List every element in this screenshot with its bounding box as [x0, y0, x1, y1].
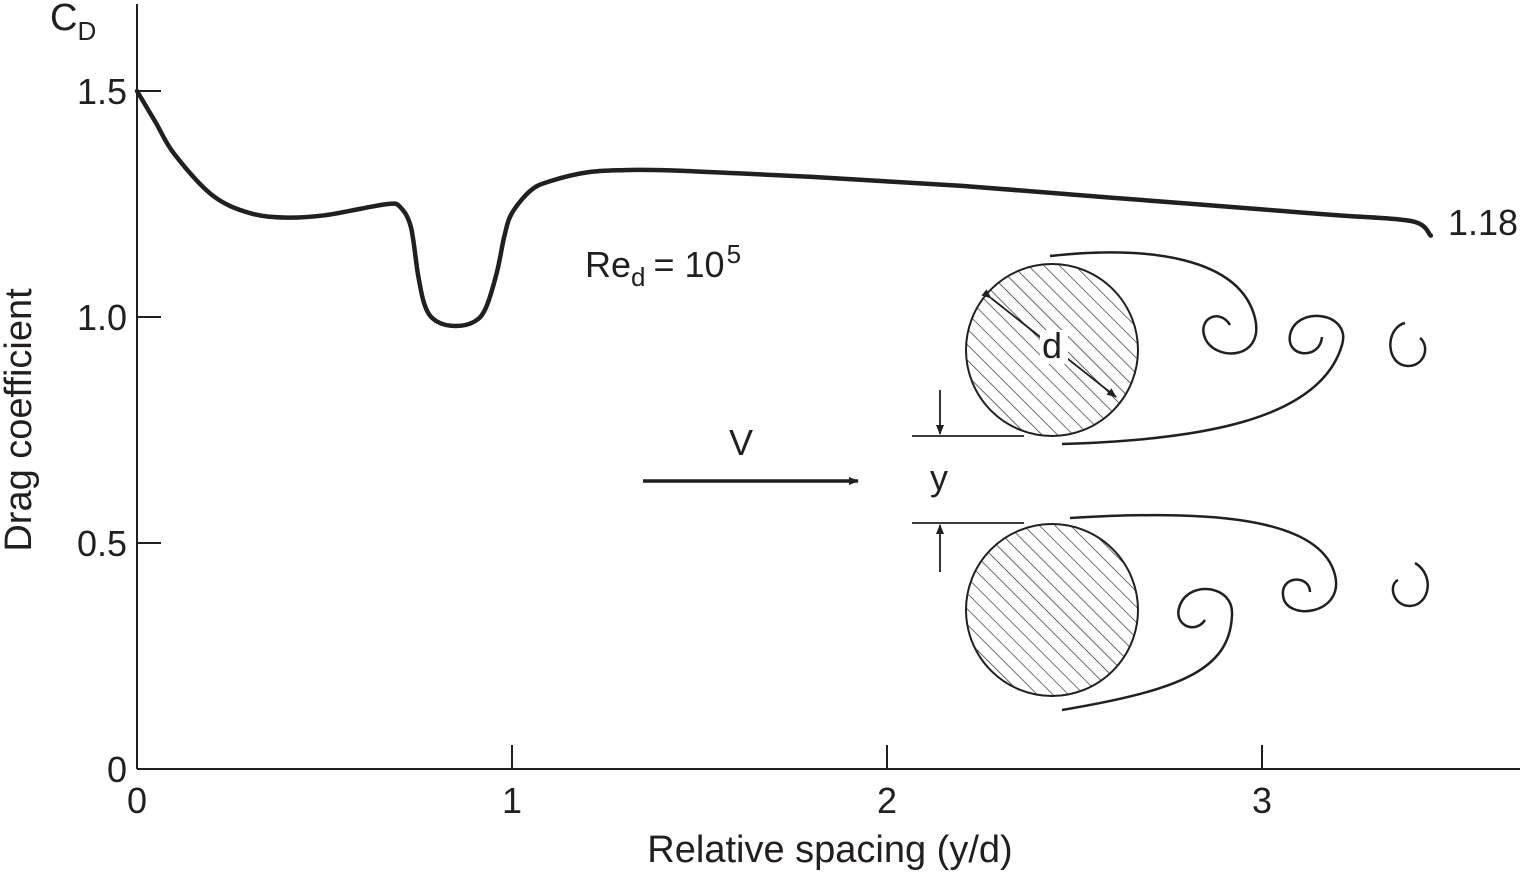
- gap-label: y: [930, 457, 948, 498]
- drag-coefficient-curve: [134, 88, 1434, 329]
- reynolds-label: Red= 105: [585, 239, 741, 292]
- y-tick-label: 0.5: [77, 523, 127, 564]
- lower-wake-streamline-top: [1069, 513, 1338, 613]
- upper-wake-vortex: [1389, 321, 1427, 368]
- x-tick-label: 0: [127, 780, 147, 821]
- y-tick-label: 0: [107, 749, 127, 790]
- end-value-label: 1.18: [1448, 202, 1518, 243]
- lower-cylinder: [965, 523, 1139, 697]
- velocity-label: V: [729, 422, 753, 463]
- x-tick-label: 1: [502, 780, 522, 821]
- upper-wake-streamline-top: [1049, 251, 1258, 355]
- y-axis-title: Drag coefficient: [0, 288, 40, 552]
- x-axis-title: Relative spacing (y/d): [647, 829, 1012, 871]
- y-axis-symbol: CD: [50, 0, 96, 46]
- lower-wake-vortex: [1391, 561, 1429, 608]
- x-tick-label: 2: [877, 780, 897, 821]
- lower-wake-streamline-bottom: [1061, 587, 1234, 712]
- x-tick-label: 3: [1252, 780, 1272, 821]
- diameter-label: d: [1042, 325, 1062, 366]
- upper-wake-streamline-bottom: [1061, 314, 1345, 446]
- y-tick-label: 1.0: [77, 297, 127, 338]
- y-tick-label: 1.5: [77, 71, 127, 112]
